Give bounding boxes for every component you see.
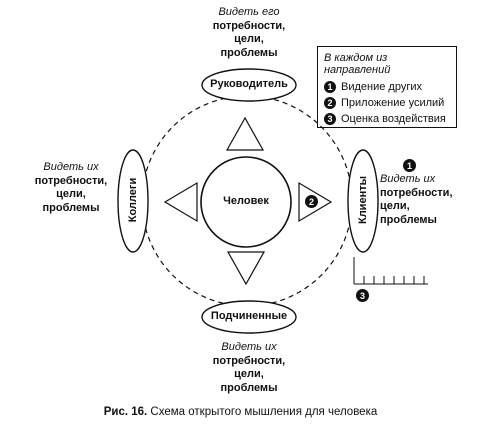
caption-prefix: Рис. 16. bbox=[103, 406, 148, 418]
triangle-down bbox=[226, 251, 266, 286]
left-line-2: цели, bbox=[56, 188, 86, 200]
triangle-up bbox=[225, 116, 265, 151]
ellipse-bottom bbox=[201, 300, 297, 334]
left-italic: Видеть их bbox=[43, 161, 99, 173]
node-label-top: Руководитель bbox=[210, 78, 288, 90]
caption-text: Схема открытого мышления для человека bbox=[147, 406, 378, 418]
top-line-1: потребности, bbox=[212, 19, 286, 32]
bottom-italic: Видеть их bbox=[221, 341, 277, 353]
top-italic: Видеть его bbox=[218, 6, 280, 18]
legend-item-3: 3 Оценка воздействия bbox=[324, 111, 450, 127]
marker-two: 2 bbox=[305, 195, 318, 208]
bottom-line-2: цели, bbox=[234, 368, 264, 380]
ellipse-right bbox=[347, 149, 379, 253]
legend-num-1: 1 bbox=[324, 81, 336, 93]
figure-caption: Рис. 16. Схема открытого мышления для че… bbox=[0, 406, 481, 418]
node-label-center: Человек bbox=[223, 195, 269, 207]
bottom-text-block: Видеть их потребности, цели, проблемы bbox=[179, 341, 319, 395]
ellipse-left bbox=[117, 149, 149, 253]
marker-three: 3 bbox=[356, 289, 369, 302]
legend-num-3: 3 bbox=[324, 113, 336, 125]
triangle-left bbox=[163, 181, 198, 223]
legend-box: В каждом из направлений 1 Видение других… bbox=[317, 46, 457, 128]
legend-num-2: 2 bbox=[324, 97, 336, 109]
ruler-graphic bbox=[353, 257, 428, 285]
center-circle bbox=[200, 156, 292, 248]
right-line-1: потребности, bbox=[380, 186, 453, 199]
bottom-line-1: потребности, bbox=[212, 354, 286, 367]
node-label-right: Клиенты bbox=[357, 176, 369, 225]
right-line-2: цели, bbox=[380, 200, 410, 212]
left-text-block: Видеть их потребности, цели, проблемы bbox=[28, 161, 114, 215]
top-line-3: проблемы bbox=[220, 46, 278, 59]
top-line-2: цели, bbox=[234, 33, 264, 45]
top-text-block: Видеть его потребности, цели, проблемы bbox=[179, 6, 319, 60]
bottom-line-3: проблемы bbox=[220, 381, 278, 394]
left-line-3: проблемы bbox=[42, 201, 100, 214]
legend-title: В каждом из направлений bbox=[324, 52, 391, 76]
marker-one: 1 bbox=[403, 159, 416, 172]
legend-item-1: 1 Видение других bbox=[324, 79, 450, 95]
right-line-3: проблемы bbox=[380, 213, 437, 226]
node-label-bottom: Подчиненные bbox=[210, 310, 288, 322]
ellipse-top bbox=[201, 68, 297, 102]
legend-label-3: Оценка воздействия bbox=[341, 113, 446, 125]
node-label-left: Коллеги bbox=[127, 177, 139, 223]
legend-label-2: Приложение усилий bbox=[341, 97, 445, 109]
left-line-1: потребности, bbox=[34, 174, 108, 187]
right-text-block: Видеть их потребности, цели, проблемы bbox=[380, 173, 480, 227]
legend-label-1: Видение других bbox=[341, 81, 422, 93]
legend-item-2: 2 Приложение усилий bbox=[324, 95, 450, 111]
right-italic: Видеть их bbox=[380, 173, 436, 185]
